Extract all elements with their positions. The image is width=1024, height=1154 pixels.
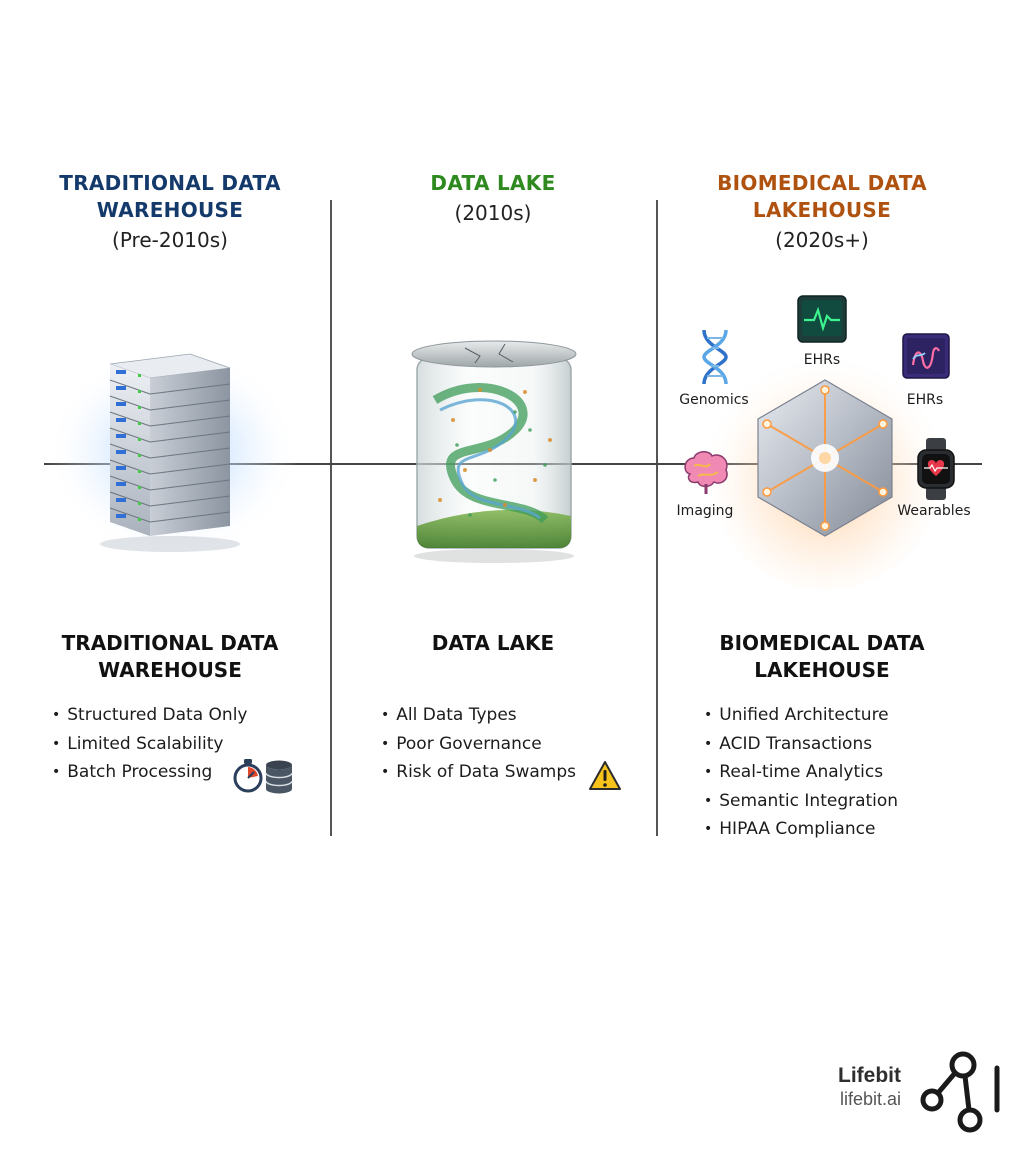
brain-icon bbox=[684, 451, 728, 494]
list-item: Batch Processing bbox=[52, 758, 247, 787]
lifebit-logo-icon bbox=[920, 1051, 1000, 1133]
tablet-chart-icon bbox=[902, 333, 950, 379]
ehrs-label-top: EHRs bbox=[803, 352, 841, 368]
list-item: Semantic Integration bbox=[704, 787, 898, 816]
dna-icon bbox=[702, 329, 728, 385]
data-lake-jar-illustration bbox=[411, 340, 577, 563]
heart-monitor-icon bbox=[797, 295, 847, 343]
list-item: Unified Architecture bbox=[704, 701, 898, 730]
lakehouse-subtitle: BIOMEDICAL DATA LAKEHOUSE bbox=[719, 631, 925, 682]
warehouse-title: TRADITIONAL DATA WAREHOUSE bbox=[59, 171, 281, 222]
warehouse-era: (Pre-2010s) bbox=[112, 228, 228, 252]
list-item: Limited Scalability bbox=[52, 730, 247, 759]
stopwatch-icon bbox=[233, 759, 263, 793]
lakehouse-title: BIOMEDICAL DATA LAKEHOUSE bbox=[717, 171, 927, 222]
lake-subtitle: DATA LAKE bbox=[431, 631, 555, 655]
imaging-label: Imaging bbox=[676, 503, 734, 519]
list-item: Poor Governance bbox=[381, 730, 576, 759]
ehrs-label-right: EHRs bbox=[906, 392, 944, 408]
list-item: ACID Transactions bbox=[704, 730, 898, 759]
brand-url: lifebit.ai bbox=[839, 1089, 901, 1109]
lakehouse-header: BIOMEDICAL DATA LAKEHOUSE (2020s+) bbox=[672, 170, 972, 254]
lakehouse-era: (2020s+) bbox=[775, 228, 869, 252]
wearables-label: Wearables bbox=[897, 503, 971, 519]
lake-header: DATA LAKE (2010s) bbox=[343, 170, 643, 227]
list-item: HIPAA Compliance bbox=[704, 815, 898, 844]
lakehouse-hub-illustration bbox=[707, 350, 943, 590]
list-item: Real-time Analytics bbox=[704, 758, 898, 787]
lake-era: (2010s) bbox=[454, 201, 532, 225]
lake-bullets: All Data Types Poor Governance Risk of D… bbox=[381, 701, 576, 787]
column-divider-2 bbox=[656, 200, 658, 836]
list-item: Risk of Data Swamps bbox=[381, 758, 576, 787]
lakehouse-bullets: Unified Architecture ACID Transactions R… bbox=[704, 701, 898, 844]
warehouse-bullets: Structured Data Only Limited Scalability… bbox=[52, 701, 247, 787]
genomics-label: Genomics bbox=[679, 392, 749, 408]
column-divider-1 bbox=[330, 200, 332, 836]
warehouse-subtitle: TRADITIONAL DATA WAREHOUSE bbox=[61, 631, 279, 682]
brand-name: Lifebit bbox=[838, 1064, 901, 1087]
warning-icon bbox=[589, 761, 621, 790]
list-item: Structured Data Only bbox=[52, 701, 247, 730]
database-icon bbox=[265, 760, 293, 794]
server-rack-illustration bbox=[45, 346, 301, 558]
warehouse-header: TRADITIONAL DATA WAREHOUSE (Pre-2010s) bbox=[20, 170, 320, 254]
list-item: All Data Types bbox=[381, 701, 576, 730]
lake-title: DATA LAKE bbox=[430, 171, 556, 195]
smartwatch-icon bbox=[917, 438, 955, 500]
